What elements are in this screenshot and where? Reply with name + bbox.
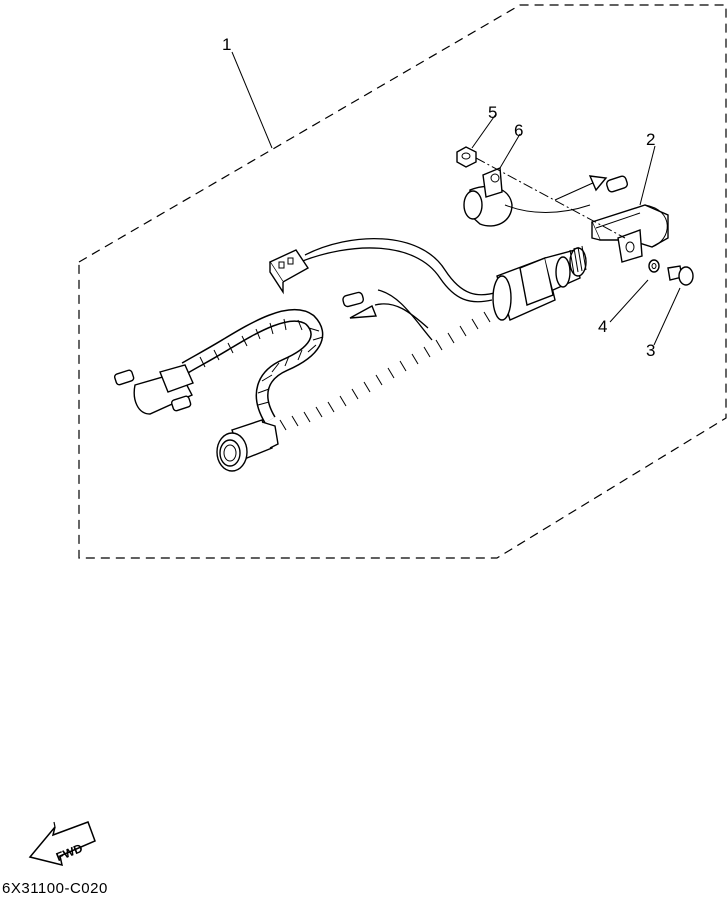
callout-3: 3 xyxy=(646,341,655,360)
wire-harness xyxy=(181,295,513,434)
square-coupler xyxy=(268,249,310,295)
callout-1: 1 xyxy=(222,35,231,54)
socket-connector xyxy=(216,419,279,472)
screw xyxy=(667,265,694,286)
callout-4: 4 xyxy=(598,317,607,336)
coupler-wire xyxy=(268,237,499,303)
leader-lines xyxy=(231,51,681,346)
callout-2: 2 xyxy=(646,130,655,149)
washer xyxy=(648,259,660,273)
diagram-code: 6X31100-C020 xyxy=(2,880,108,897)
bracket xyxy=(591,204,669,263)
callout-6: 6 xyxy=(514,121,523,140)
wire-clamp xyxy=(463,166,591,227)
fwd-arrow-icon: FWD xyxy=(28,821,96,867)
left-plug-connector xyxy=(113,364,194,415)
terminal-wires xyxy=(342,289,433,341)
cap-and-direction xyxy=(554,175,629,201)
callout-5: 5 xyxy=(488,103,497,122)
assembly-boundary xyxy=(78,4,727,559)
nut xyxy=(456,146,477,168)
assembly-axis xyxy=(475,157,626,239)
switch-assembly xyxy=(492,245,587,321)
